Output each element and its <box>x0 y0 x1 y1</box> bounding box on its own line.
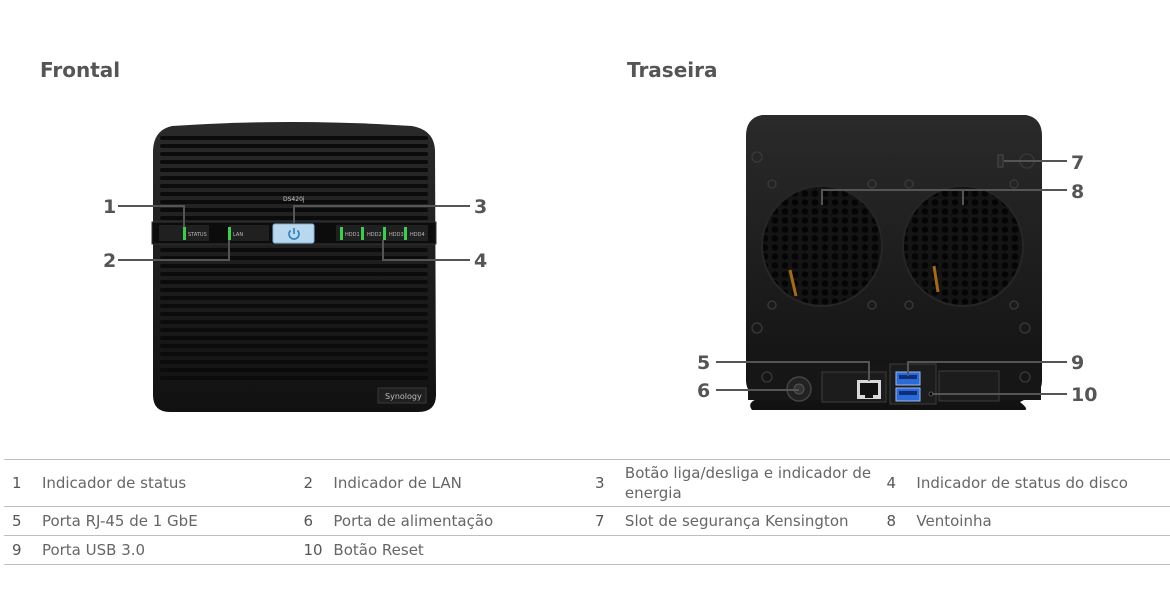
grille-slat <box>160 184 428 188</box>
legend-number <box>586 535 625 565</box>
callout-2: 2 <box>103 250 116 272</box>
hdd1-panel-label: HDD1 <box>345 232 360 238</box>
legend-description <box>916 535 1170 565</box>
grille-slat <box>160 328 428 332</box>
legend-description: Botão Reset <box>333 535 587 565</box>
synology-logo: Synology <box>385 392 422 401</box>
grille-slat <box>160 312 428 316</box>
grille-slat <box>160 288 428 292</box>
legend-description: Porta de alimentação <box>333 506 587 536</box>
power-icon <box>288 228 300 240</box>
grille-slat <box>160 336 428 340</box>
grille-slat <box>160 136 428 140</box>
callout-1: 1 <box>103 196 116 218</box>
legend-description: Indicador de status <box>41 459 296 507</box>
back-screws <box>751 151 1031 383</box>
legend-number: 1 <box>4 459 42 507</box>
callout-9: 9 <box>1071 352 1084 374</box>
front-device: STATUS LAN HDD1 HDD2 HDD3 HDD4 DS420j Sy… <box>151 122 437 412</box>
hdd4-led <box>404 227 407 240</box>
back-section-title: Traseira <box>627 58 718 82</box>
callout-10: 10 <box>1071 384 1097 406</box>
callout-7: 7 <box>1071 152 1084 174</box>
grille-slat <box>160 376 428 380</box>
callout-4: 4 <box>474 250 487 272</box>
grille-slat <box>160 296 428 300</box>
legend-number: 10 <box>295 535 334 565</box>
legend-number: 2 <box>295 459 334 507</box>
legend-number: 9 <box>4 535 42 565</box>
legend-number: 3 <box>586 459 625 507</box>
status-led <box>183 227 186 240</box>
lan-panel-label: LAN <box>233 232 243 238</box>
grille-slat <box>160 360 428 364</box>
legend-row: 5 Porta RJ-45 de 1 GbE 6 Porta de alimen… <box>4 506 1170 536</box>
legend-number: 4 <box>878 459 917 507</box>
legend-row: 9 Porta USB 3.0 10 Botão Reset <box>4 535 1170 565</box>
legend-description: Porta USB 3.0 <box>41 535 296 565</box>
grille-slat <box>160 320 428 324</box>
legend-number: 5 <box>4 506 42 536</box>
grille-slat <box>160 144 428 148</box>
legend-description: Slot de segurança Kensington <box>624 506 879 536</box>
grille-slat <box>160 176 428 180</box>
grille-slat <box>160 264 428 268</box>
legend-description: Indicador de LAN <box>333 459 587 507</box>
grille-slat <box>160 248 428 252</box>
grille-slat <box>160 160 428 164</box>
lan-panel-segment <box>229 225 269 241</box>
legend-number: 7 <box>586 506 625 536</box>
legend-number <box>878 535 917 565</box>
callout-5: 5 <box>697 352 710 374</box>
grille-slat <box>160 272 428 276</box>
callout-6: 6 <box>697 380 710 402</box>
hdd3-led <box>383 227 386 240</box>
back-callout-lines <box>716 160 1067 395</box>
kensington-slot <box>997 154 1004 168</box>
grille-slat <box>160 344 428 348</box>
hdd3-panel-label: HDD3 <box>389 232 404 238</box>
hdd4-panel-label: HDD4 <box>410 232 425 238</box>
grille-slat <box>160 352 428 356</box>
legend-description <box>624 535 879 565</box>
legend-description: Indicador de status do disco <box>916 459 1170 507</box>
legend-description: Porta RJ-45 de 1 GbE <box>41 506 296 536</box>
legend-number: 8 <box>878 506 917 536</box>
front-callout-lines <box>118 205 470 261</box>
model-label: DS420j <box>283 196 305 203</box>
grille-slat <box>160 280 428 284</box>
legend-description: Botão liga/desliga e indicador de energi… <box>624 459 879 507</box>
hdd2-panel-label: HDD2 <box>367 232 382 238</box>
grille-slat <box>160 200 428 204</box>
legend-number: 6 <box>295 506 334 536</box>
grille-slat <box>160 304 428 308</box>
lan-led <box>228 227 231 240</box>
callout-8: 8 <box>1071 181 1084 203</box>
grille-slat <box>160 152 428 156</box>
status-panel-label: STATUS <box>188 232 207 238</box>
fan-left <box>761 185 883 307</box>
grille-slat <box>160 168 428 172</box>
legend-row: 1 Indicador de status 2 Indicador de LAN… <box>4 459 1170 507</box>
front-section-title: Frontal <box>40 58 121 82</box>
fan-right <box>902 185 1024 307</box>
legend-description: Ventoinha <box>916 506 1170 536</box>
legend-table: 1 Indicador de status 2 Indicador de LAN… <box>4 459 1170 565</box>
grille-slat <box>160 368 428 372</box>
grille-slat <box>160 192 428 196</box>
back-device <box>746 115 1042 410</box>
hdd1-led <box>340 227 343 240</box>
callout-3: 3 <box>474 196 487 218</box>
rj45-port <box>857 380 881 399</box>
usb-ports <box>895 371 921 402</box>
hdd2-led <box>361 227 364 240</box>
